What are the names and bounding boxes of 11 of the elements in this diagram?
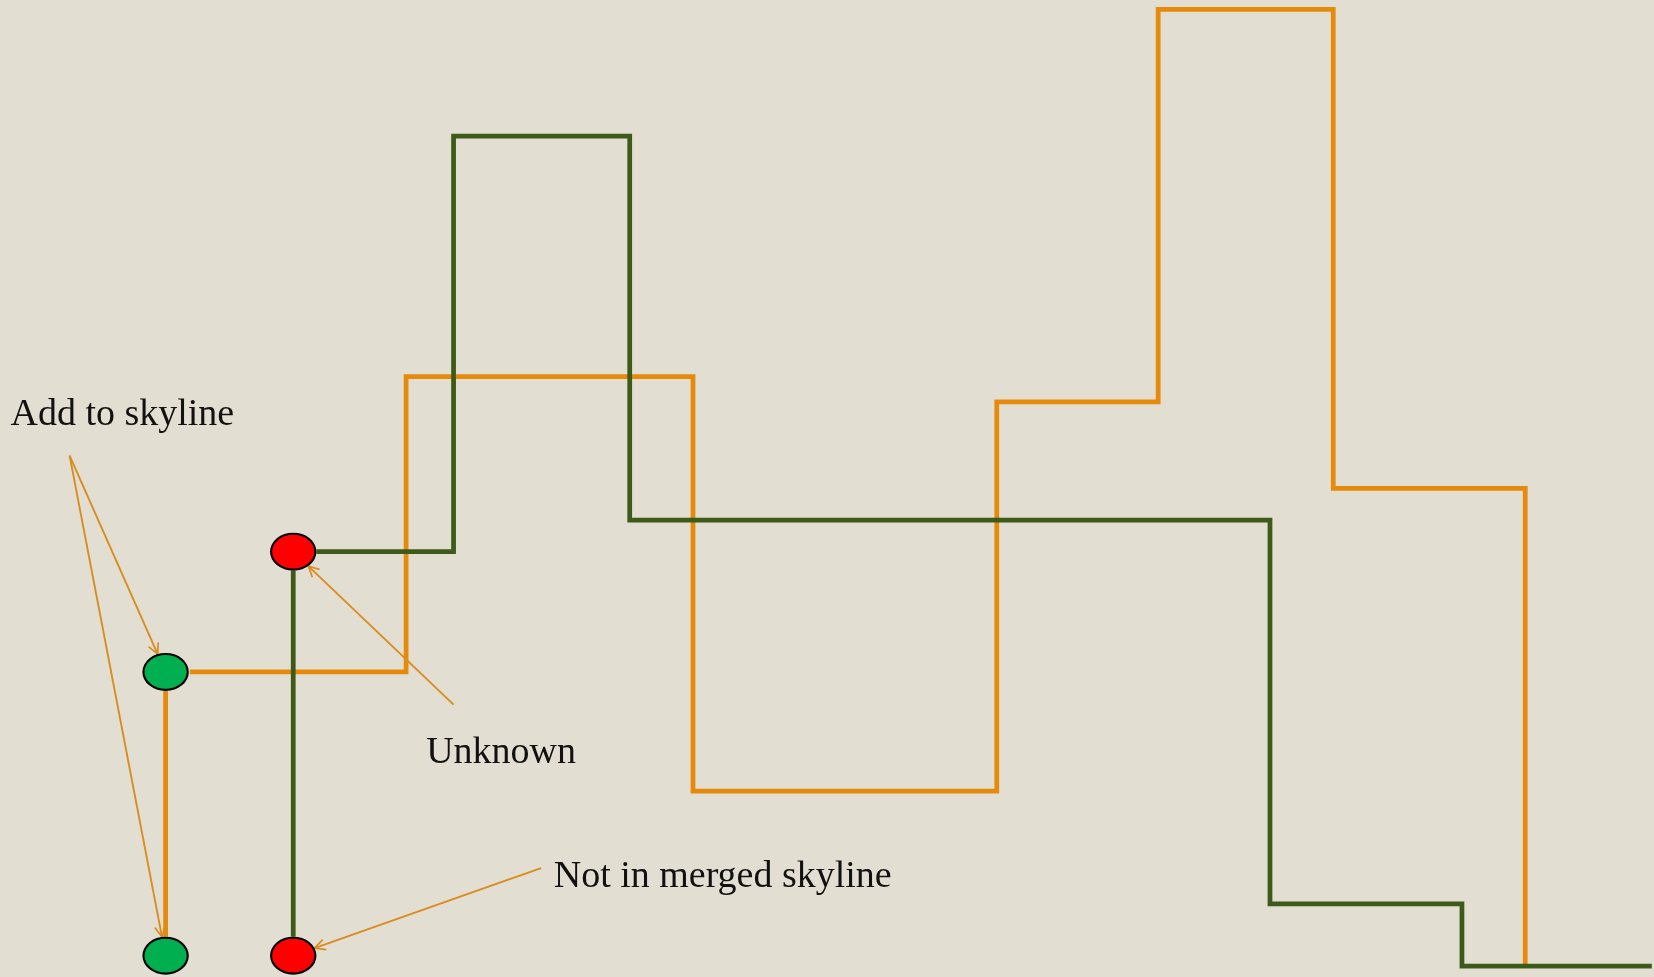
skyline-line bbox=[290, 570, 296, 937]
point-marker bbox=[270, 532, 317, 571]
point-marker bbox=[142, 652, 189, 691]
point-marker bbox=[270, 936, 317, 975]
annotation-text: Not in merged skyline bbox=[553, 854, 892, 897]
point-marker bbox=[142, 936, 189, 975]
leader-line bbox=[313, 867, 543, 951]
annotation-text: Unknown bbox=[426, 729, 576, 772]
leader-line bbox=[307, 565, 455, 706]
skyline-line bbox=[163, 690, 168, 937]
annotation-text: Add to skyline bbox=[10, 392, 235, 435]
